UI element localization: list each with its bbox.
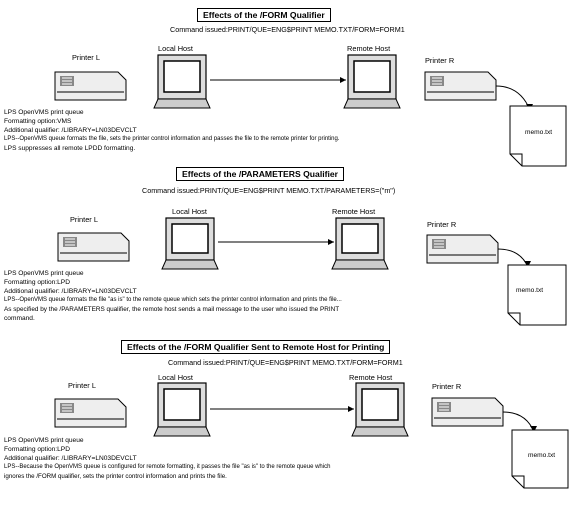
memo-document-icon xyxy=(511,429,569,489)
memo-label: memo.txt xyxy=(516,287,544,294)
memo-document-icon xyxy=(509,105,567,167)
note-line: command. xyxy=(4,315,35,322)
remote-host-computer-icon xyxy=(343,54,401,109)
network-diagram xyxy=(54,382,569,489)
note-line: Additional qualifier: /LIBRARY=LN03DEVCL… xyxy=(4,127,137,134)
printer-r-label: Printer R xyxy=(427,220,457,229)
panel-title: Effects of the /FORM Qualifier Sent to R… xyxy=(121,340,391,354)
printer-l-label: Printer L xyxy=(70,215,98,224)
memo-label: memo.txt xyxy=(525,129,553,136)
command-text: Command issued:PRINT/QUE=ENG$PRINT MEMO.… xyxy=(168,358,403,367)
printer-r-icon xyxy=(426,234,499,264)
local-host-label: Local Host xyxy=(158,373,193,382)
printer-l-icon xyxy=(54,71,127,101)
printer-l-label: Printer L xyxy=(68,381,96,390)
notes: LPS OpenVMS print queue Formatting optio… xyxy=(4,436,330,481)
memo-label: memo.txt xyxy=(528,452,556,459)
note-line: Formatting option:LPD xyxy=(4,279,70,286)
remote-host-computer-icon xyxy=(351,382,409,437)
remote-host-label: Remote Host xyxy=(347,44,391,53)
note-line: LPS--OpenVMS queue formats the file "as … xyxy=(4,297,342,303)
local-host-label: Local Host xyxy=(172,207,207,216)
notes: LPS OpenVMS print queue Formatting optio… xyxy=(4,108,340,153)
command-text: Command issued:PRINT/QUE=ENG$PRINT MEMO.… xyxy=(142,186,396,195)
local-host-computer-icon xyxy=(153,54,211,109)
printer-l-icon xyxy=(54,398,127,428)
remote-host-computer-icon xyxy=(331,217,389,270)
note-line: LPS OpenVMS print queue xyxy=(4,109,84,116)
local-host-computer-icon xyxy=(161,217,219,270)
note-line: Formatting option:VMS xyxy=(4,118,72,125)
printer-r-label: Printer R xyxy=(425,56,455,65)
note-line: As specified by the /PARAMETERS qualifie… xyxy=(4,306,340,313)
note-line: LPS OpenVMS print queue xyxy=(4,270,84,277)
remote-host-label: Remote Host xyxy=(332,207,376,216)
panel-parameters-qualifier: Effects of the /PARAMETERS Qualifier Com… xyxy=(0,163,584,333)
network-diagram xyxy=(54,54,567,167)
note-line: Additional qualifier: /LIBRARY=LN03DEVCL… xyxy=(4,288,137,295)
network-diagram xyxy=(57,217,567,326)
notes: LPS OpenVMS print queue Formatting optio… xyxy=(4,269,342,323)
note-line: Formatting option:LPD xyxy=(4,446,70,453)
printer-l-label: Printer L xyxy=(72,53,100,62)
note-line: ignores the /FORM qualifier, sets the pr… xyxy=(4,473,227,480)
note-line: LPS OpenVMS print queue xyxy=(4,437,84,444)
panel-title: Effects of the /PARAMETERS Qualifier xyxy=(176,167,344,181)
panel-form-remote-host: Effects of the /FORM Qualifier Sent to R… xyxy=(0,336,584,505)
note-line: Additional qualifier: /LIBRARY=LN03DEVCL… xyxy=(4,455,137,462)
note-line: LPS--OpenVMS queue formats the file, set… xyxy=(4,136,340,142)
local-host-label: Local Host xyxy=(158,44,193,53)
printer-r-label: Printer R xyxy=(432,382,462,391)
panel-title: Effects of the /FORM Qualifier xyxy=(197,8,331,22)
local-host-computer-icon xyxy=(153,382,211,437)
printer-r-icon xyxy=(424,71,497,101)
remote-host-label: Remote Host xyxy=(349,373,393,382)
memo-document-icon xyxy=(507,264,567,326)
printer-l-icon xyxy=(57,232,130,262)
note-line: LPS--Because the OpenVMS queue is config… xyxy=(4,464,331,470)
note-line: LPS suppresses all remote LPDD formattin… xyxy=(4,145,136,152)
printer-r-icon xyxy=(431,397,504,427)
panel-form-qualifier: Effects of the /FORM Qualifier Command i… xyxy=(0,0,584,168)
command-text: Command issued:PRINT/QUE=ENG$PRINT MEMO.… xyxy=(170,25,405,34)
